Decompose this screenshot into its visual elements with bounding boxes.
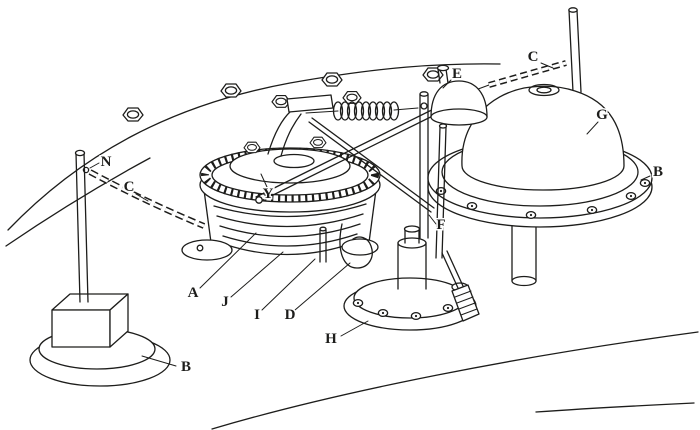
- large-dome: [461, 85, 625, 191]
- leader-C-left: [135, 193, 149, 202]
- label-C-left: C: [124, 179, 135, 195]
- leader-B-left: [141, 355, 177, 367]
- plate-bolt: [243, 141, 261, 154]
- left-post: [74, 149, 90, 303]
- bracket-arm: [267, 94, 334, 157]
- label-C-right: C: [528, 49, 539, 65]
- leader-Y: [260, 173, 268, 188]
- label-G: G: [596, 107, 608, 123]
- top-plate: [229, 148, 351, 184]
- label-F: F: [436, 217, 445, 233]
- leader-A: [199, 232, 257, 289]
- label-N: N: [101, 154, 112, 170]
- weight-block: [51, 293, 129, 348]
- hex-nut: [122, 107, 144, 122]
- leader-F: [428, 214, 437, 225]
- leader-C-right: [540, 62, 554, 69]
- connecting-rod: [435, 123, 448, 259]
- label-I: I: [254, 307, 260, 323]
- horizontal-spring: [305, 101, 419, 121]
- label-A: A: [188, 285, 199, 301]
- h-valve-assembly: [343, 225, 480, 331]
- part-labels: N C Y A J I D H B E C G B F: [99, 48, 664, 377]
- link-rod-short: [308, 117, 435, 213]
- base-feet: [181, 238, 379, 261]
- small-dome-assembly: [430, 64, 488, 126]
- stirrup-link: [339, 223, 373, 269]
- hex-nut: [220, 83, 242, 98]
- label-B-right: B: [653, 164, 663, 180]
- label-J: J: [221, 294, 229, 310]
- plate-bolt: [309, 136, 327, 149]
- left-weight-assembly: [29, 149, 171, 387]
- dome-top-opening: [528, 83, 560, 97]
- label-H: H: [325, 331, 337, 347]
- edge-hex-nuts: [122, 67, 444, 122]
- hex-nut: [321, 72, 343, 87]
- small-dome-stem: [436, 64, 450, 72]
- threaded-stud: [451, 282, 480, 322]
- label-D: D: [285, 307, 296, 323]
- stud-link: [441, 250, 464, 289]
- leader-G: [586, 121, 599, 135]
- leader-D: [294, 262, 351, 311]
- left-chain: [88, 169, 206, 229]
- small-dome-base: [430, 108, 488, 126]
- dome-top-hole: [536, 86, 552, 94]
- h-base-top: [353, 277, 467, 319]
- plate-opening: [273, 153, 315, 169]
- label-Y: Y: [263, 186, 274, 202]
- leader-N: [89, 162, 100, 169]
- leader-B-right: [640, 175, 651, 181]
- leader-J: [230, 251, 284, 298]
- small-dome: [430, 80, 488, 118]
- label-B-left: B: [181, 359, 191, 375]
- central-governor: [181, 94, 381, 269]
- f-link-bar: [419, 91, 429, 239]
- tank-edge-curves: [5, 63, 501, 247]
- leader-lines: [89, 62, 651, 367]
- under-drum-pin: [319, 226, 327, 263]
- h-cylinder: [397, 225, 427, 290]
- right-rod: [568, 7, 582, 93]
- right-dome-assembly: [427, 83, 653, 287]
- leader-I: [261, 258, 316, 311]
- leader-E: [442, 79, 452, 89]
- gear-teeth-ring: [201, 147, 379, 203]
- label-E: E: [452, 66, 462, 82]
- leader-H: [340, 320, 369, 337]
- bottom-edge-curves: [211, 331, 699, 430]
